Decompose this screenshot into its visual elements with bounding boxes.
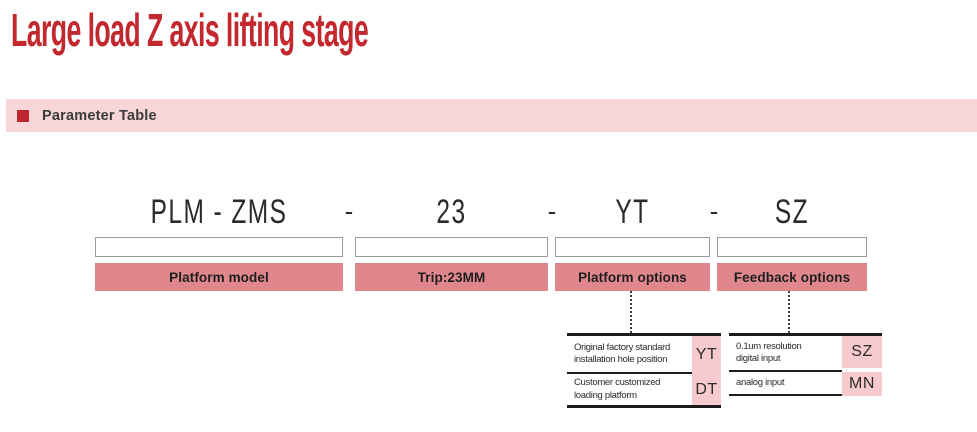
- table-row: 0.1um resolution digital input SZ: [729, 336, 882, 372]
- label-trip: Trip:23MM: [355, 263, 548, 291]
- label-platform-options: Platform options: [555, 263, 710, 291]
- dotted-connector-feedback-options: [788, 291, 790, 333]
- code-column-background: [692, 336, 721, 405]
- blank-field-feedback-option: [717, 237, 867, 257]
- table-row: Customer customized loading platform DT: [567, 374, 721, 405]
- option-description: 0.1um resolution digital input: [729, 336, 842, 372]
- red-square-bullet-icon: [17, 109, 29, 122]
- table-top-border: [567, 333, 721, 336]
- blank-field-platform-model: [95, 237, 343, 257]
- option-code: SZ: [842, 336, 882, 368]
- option-description: analog input: [729, 372, 842, 396]
- model-code-trip: 23: [436, 193, 467, 231]
- option-description: Customer customized loading platform: [574, 377, 661, 401]
- blank-field-platform-option: [555, 237, 710, 257]
- model-code-feedback-option: SZ: [774, 193, 810, 231]
- platform-options-table: Original factory standard installation h…: [567, 333, 721, 408]
- table-row: analog input MN: [729, 372, 882, 396]
- option-code: YT: [695, 346, 718, 363]
- option-code: MN: [842, 372, 882, 396]
- option-description: Original factory standard installation h…: [567, 336, 692, 374]
- blank-field-trip: [355, 237, 548, 257]
- page-title: Large load Z axis lifting stage: [11, 4, 369, 56]
- section-header: Parameter Table: [6, 99, 977, 132]
- section-header-label: Parameter Table: [42, 107, 157, 124]
- model-code-separator: -: [547, 196, 557, 226]
- table-row: Original factory standard installation h…: [567, 336, 721, 374]
- label-platform-model: Platform model: [95, 263, 343, 291]
- model-code-separator: -: [344, 196, 354, 226]
- option-code: DT: [695, 380, 718, 398]
- dotted-connector-platform-options: [630, 291, 632, 333]
- table-top-border: [729, 333, 882, 336]
- model-code-platform: PLM - ZMS: [150, 193, 288, 231]
- model-code-separator: -: [709, 196, 719, 226]
- label-feedback-options: Feedback options: [717, 263, 867, 291]
- feedback-options-table: 0.1um resolution digital input SZ analog…: [729, 333, 882, 396]
- model-code-platform-option: YT: [615, 193, 650, 231]
